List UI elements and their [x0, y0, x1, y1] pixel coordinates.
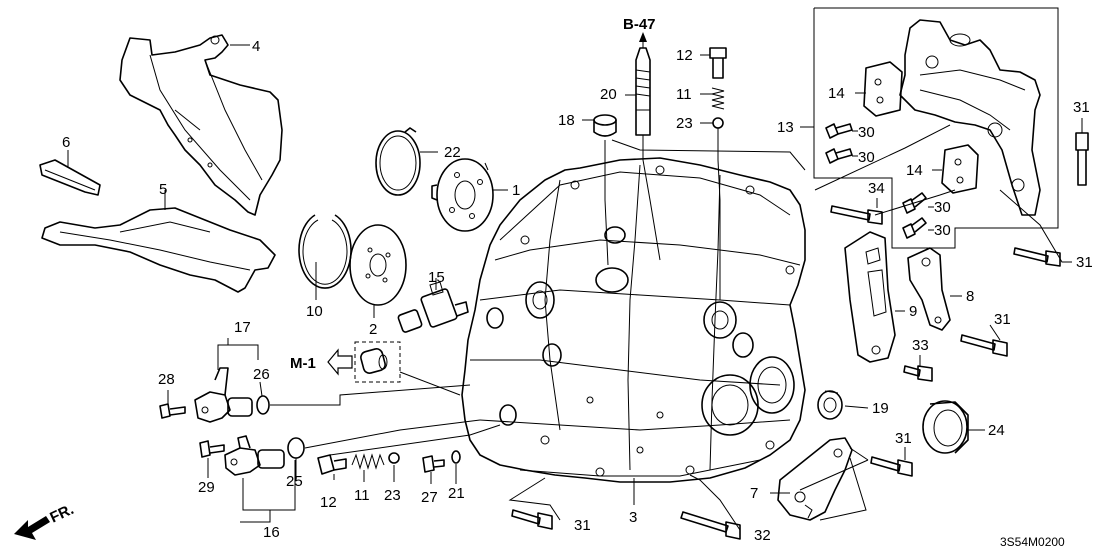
label-10: 10: [306, 303, 323, 320]
label-3: 3: [629, 509, 637, 526]
label-11-top: 11: [676, 86, 692, 103]
bolt-27: [422, 455, 445, 473]
bolt-30-d: [902, 217, 927, 239]
label-25: 25: [286, 473, 303, 490]
ball-23-top: [712, 117, 724, 129]
bolt-12-lower: [317, 454, 347, 475]
bolt-31-right: [1013, 247, 1061, 267]
label-15: 15: [428, 269, 445, 286]
label-1: 1: [512, 182, 520, 199]
ref-b47: B-47: [623, 16, 656, 33]
part-16-sensor: [224, 435, 305, 476]
bolt-31-vertical: [1075, 132, 1089, 186]
part-24-oil-seal: [922, 400, 969, 454]
label-21: 21: [448, 485, 465, 502]
label-30-b: 30: [858, 149, 875, 166]
plug-18: [593, 114, 617, 137]
part-7-bracket: [777, 437, 853, 521]
label-30-c: 30: [934, 199, 951, 216]
label-28: 28: [158, 371, 175, 388]
label-20: 20: [600, 86, 617, 103]
bolt-28: [159, 403, 186, 419]
label-12-lower: 12: [320, 494, 337, 511]
part-labels: 4 6 5 22 1 10 2 15 17 28 26 29 25 16 12 …: [62, 38, 1093, 544]
label-31-lower-right: 31: [895, 430, 912, 447]
label-2: 2: [369, 321, 377, 338]
part-3-transmission-case: [461, 157, 806, 483]
bolt-30-b: [825, 148, 853, 164]
washer-21: [451, 450, 461, 464]
label-30-a: 30: [858, 124, 875, 141]
bolt-31-bottom: [511, 509, 553, 530]
label-32: 32: [754, 527, 771, 544]
ball-23-lower: [388, 452, 400, 464]
front-arrow-icon: [14, 516, 50, 540]
label-19: 19: [872, 400, 889, 417]
part-1-flange: [431, 158, 494, 232]
label-8: 8: [966, 288, 974, 305]
part-22-snap-ring: [375, 127, 421, 196]
b47-arrow-icon: [639, 32, 647, 42]
part-5-lower-shield: [41, 207, 276, 293]
label-12-top: 12: [676, 47, 693, 64]
label-9: 9: [909, 303, 917, 320]
bolt-30-a: [825, 123, 853, 139]
reference-labels: B-47 M-1 FR.: [14, 16, 656, 540]
label-14-lower: 14: [906, 162, 923, 179]
part-15-switch: [397, 281, 469, 333]
part-4-upper-shield: [119, 34, 283, 216]
bolt-32: [680, 511, 741, 540]
m1-dashed-box: [354, 341, 461, 396]
part-9-bracket: [844, 231, 896, 363]
leader-lines: [67, 44, 1083, 531]
spring-11-top: [711, 87, 725, 110]
label-29: 29: [198, 479, 215, 496]
label-24: 24: [988, 422, 1005, 439]
label-6: 6: [62, 134, 70, 151]
part-8-plate: [907, 247, 951, 331]
bolt-12-top: [709, 47, 727, 79]
bolt-31-plate: [960, 334, 1008, 357]
part-10-circlip: [298, 214, 352, 289]
label-13: 13: [777, 119, 794, 136]
label-23-lower: 23: [384, 487, 401, 504]
label-7: 7: [750, 485, 758, 502]
label-31-vertical: 31: [1073, 99, 1090, 116]
label-14-upper: 14: [828, 85, 845, 102]
part-6-small-plate: [39, 159, 101, 196]
label-5: 5: [159, 181, 167, 198]
label-34: 34: [868, 180, 885, 197]
label-16: 16: [263, 524, 280, 541]
label-31-right: 31: [1076, 254, 1093, 271]
spring-11-lower: [351, 453, 385, 470]
label-33: 33: [912, 337, 929, 354]
bolt-33: [903, 365, 933, 382]
part-19-seal: [817, 390, 843, 420]
bolt-30-c: [902, 192, 927, 214]
label-31-plate: 31: [994, 311, 1011, 328]
label-22: 22: [444, 144, 461, 161]
part-17-sensor: [194, 367, 270, 423]
ref-front: FR.: [47, 501, 76, 527]
label-23-top: 23: [676, 115, 693, 132]
bolt-31-lower-right: [870, 456, 913, 477]
label-31-bottom: 31: [574, 517, 591, 534]
label-11-lower: 11: [354, 487, 370, 504]
bolt-34: [830, 205, 883, 225]
m1-arrow-icon: [327, 348, 353, 376]
label-4: 4: [252, 38, 260, 55]
label-27: 27: [421, 489, 438, 506]
label-17: 17: [234, 319, 251, 336]
label-30-d: 30: [934, 222, 951, 239]
label-18: 18: [558, 112, 575, 129]
ref-m1: M-1: [290, 355, 316, 372]
bolt-29: [199, 440, 225, 458]
part-2-disc: [349, 224, 407, 306]
diagram-code: 3S54M0200: [1000, 535, 1065, 549]
stud-20: [635, 32, 651, 136]
label-26: 26: [253, 366, 270, 383]
